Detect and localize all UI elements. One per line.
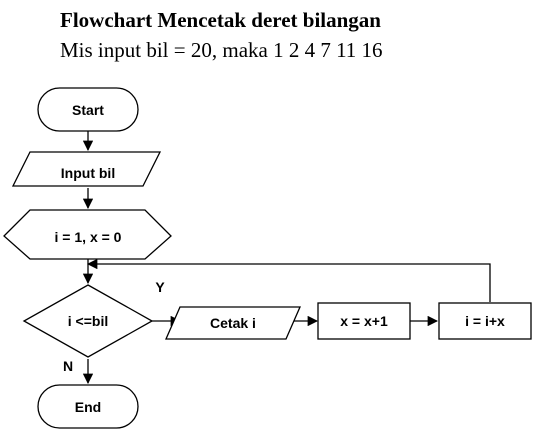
init-node: i = 1, x = 0	[3, 209, 172, 260]
end-label: End	[75, 399, 101, 415]
yes-label: Y	[155, 279, 165, 295]
update-x-node: x = x+1	[317, 302, 411, 340]
init-label: i = 1, x = 0	[55, 229, 122, 245]
print-node: Cetak i	[165, 306, 301, 340]
start-node: Start	[37, 87, 139, 132]
connector-loop-back	[86, 258, 491, 302]
page-title: Flowchart Mencetak deret bilangan	[60, 8, 381, 32]
update-i-label: i = i+x	[465, 313, 505, 329]
input-node: Input bil	[11, 151, 162, 187]
condition-node: i <=bil	[22, 284, 154, 358]
page-subtitle: Mis input bil = 20, maka 1 2 4 7 11 16	[60, 38, 383, 62]
print-label: Cetak i	[210, 315, 256, 331]
condition-label: i <=bil	[68, 313, 108, 329]
update-x-label: x = x+1	[340, 313, 388, 329]
update-i-node: i = i+x	[438, 302, 532, 340]
input-label: Input bil	[61, 165, 115, 181]
end-node: End	[37, 384, 139, 429]
start-label: Start	[72, 102, 104, 118]
no-label: N	[63, 358, 73, 374]
